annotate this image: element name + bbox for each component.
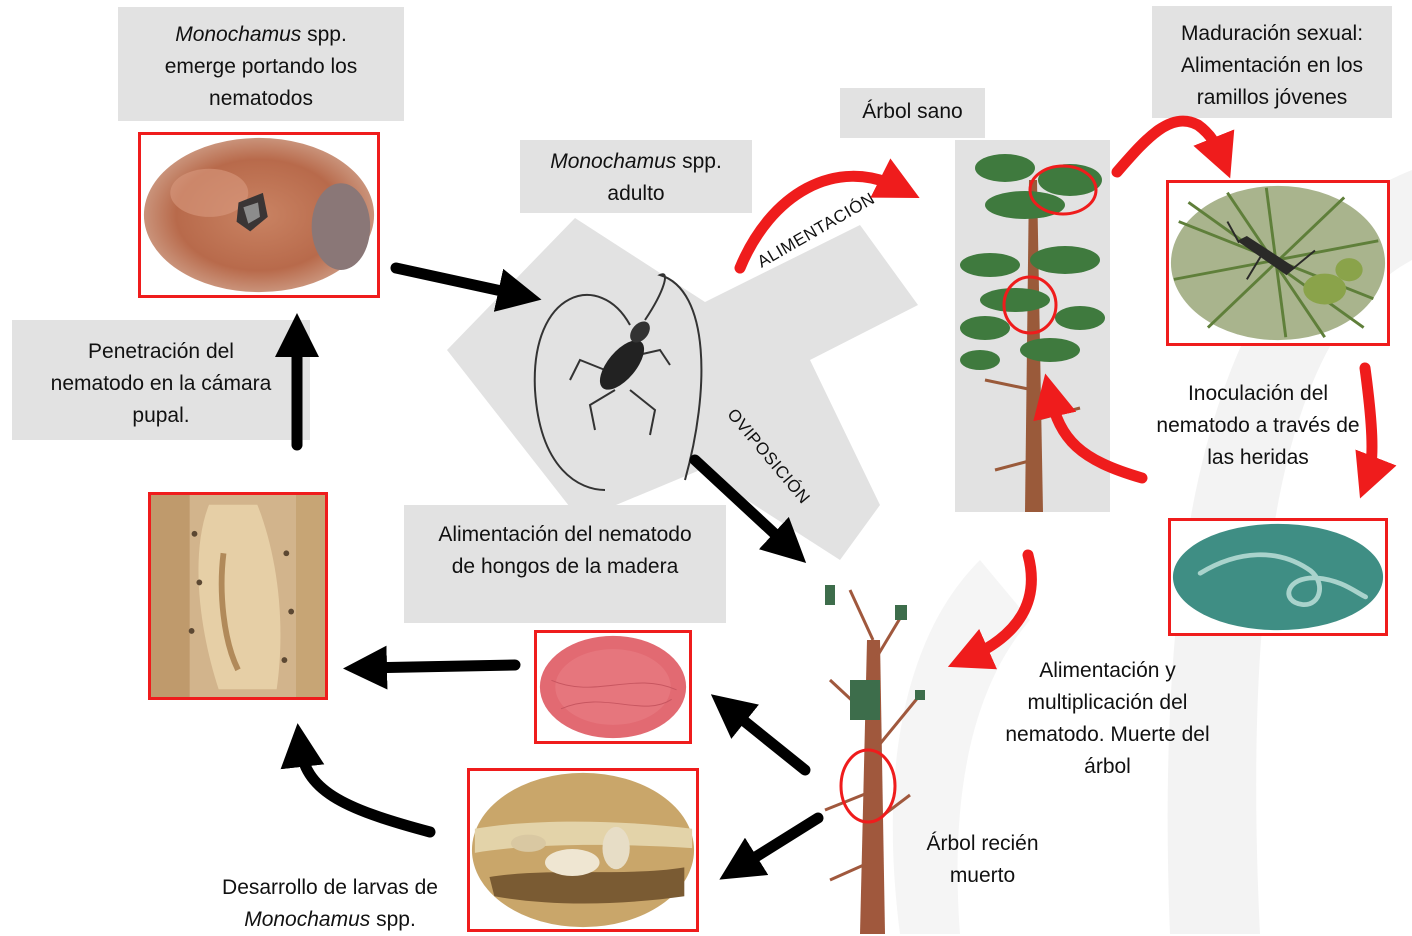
- arrow-tree-to-fungi: [728, 708, 805, 770]
- arrow-healthy-to-dead: [968, 555, 1031, 658]
- arrow-oviposition: [695, 460, 790, 548]
- arrow-maturation-to-nematode: [1365, 368, 1372, 478]
- arrow-tree-to-larvae: [738, 818, 818, 868]
- arrow-inoculation: [1050, 395, 1142, 478]
- arrow-larvae-to-gallery: [300, 745, 430, 832]
- arrow-emerge-to-adult: [396, 268, 520, 295]
- arrow-adult-to-tree: [740, 176, 900, 268]
- arrow-fungi-to-gallery: [365, 665, 515, 668]
- arrow-tree-to-maturation: [1117, 121, 1222, 172]
